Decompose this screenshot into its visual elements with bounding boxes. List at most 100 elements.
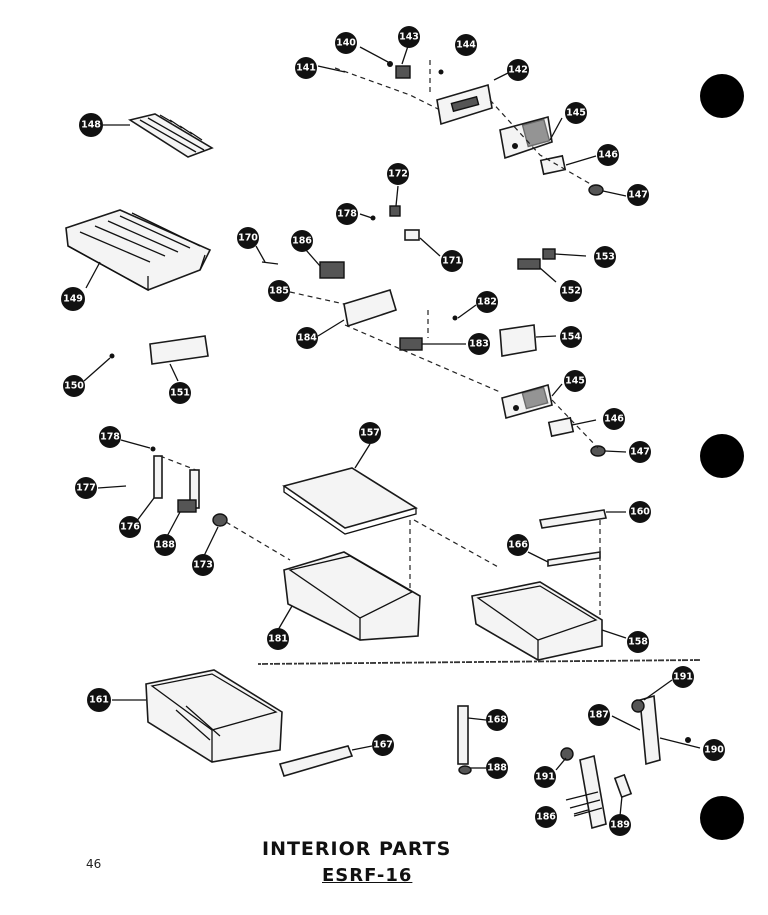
callout-178-left: 178	[99, 426, 121, 448]
callout-188-left: 188	[154, 534, 176, 556]
callout-182: 182	[476, 291, 498, 313]
callout-146-top: 146	[597, 144, 619, 166]
svg-text:146: 146	[598, 150, 618, 161]
callout-148: 148	[79, 113, 103, 137]
svg-text:145: 145	[566, 108, 586, 119]
svg-text:150: 150	[64, 381, 84, 392]
svg-text:147: 147	[628, 190, 648, 201]
svg-text:166: 166	[508, 540, 528, 551]
callout-186-bottom: 186	[535, 806, 557, 828]
svg-text:160: 160	[630, 507, 650, 518]
svg-text:149: 149	[63, 294, 83, 305]
page-number: 46	[86, 857, 102, 871]
part-143-switch	[395, 65, 411, 79]
part-188-block	[177, 499, 197, 513]
part-160-rail	[539, 509, 607, 529]
svg-text:187: 187	[589, 710, 609, 721]
part-152-socket	[517, 258, 541, 270]
binder-hole-bottom	[700, 796, 744, 840]
callout-191-left: 191	[534, 766, 556, 788]
svg-text:173: 173	[193, 560, 213, 571]
callout-189: 189	[609, 814, 631, 836]
svg-text:151: 151	[170, 388, 190, 399]
callout-160: 160	[629, 501, 651, 523]
crisper-assembly	[277, 443, 627, 661]
part-172-clip	[389, 205, 401, 217]
svg-text:178: 178	[100, 432, 120, 443]
svg-text:146: 146	[604, 414, 624, 425]
callout-191-right: 191	[672, 666, 694, 688]
callout-141: 141	[295, 57, 317, 79]
part-183-switch	[399, 337, 423, 351]
callout-144: 144	[455, 34, 477, 56]
binder-hole-middle	[700, 434, 744, 478]
part-184-panel	[343, 289, 397, 328]
model-number: ESRF-16	[322, 865, 413, 886]
part-187-rail	[639, 694, 661, 766]
part-181-crisper-pan	[283, 551, 421, 641]
callout-172: 172	[387, 163, 409, 185]
callout-190: 190	[703, 739, 725, 761]
callout-147-top: 147	[627, 184, 649, 206]
callout-147-mid: 147	[629, 441, 651, 463]
svg-text:191: 191	[673, 672, 693, 683]
svg-text:148: 148	[81, 120, 101, 131]
svg-text:186: 186	[292, 236, 312, 247]
left-bracket-assembly	[97, 439, 291, 561]
callout-176: 176	[119, 516, 141, 538]
svg-text:183: 183	[469, 339, 489, 350]
callout-166: 166	[507, 534, 529, 556]
part-151-shelf-rail	[149, 335, 209, 365]
svg-text:167: 167	[373, 740, 393, 751]
part-173-cap	[212, 513, 228, 527]
svg-text:185: 185	[269, 286, 289, 297]
callout-154: 154	[560, 326, 582, 348]
part-154-light-shield	[499, 324, 537, 357]
callout-143: 143	[398, 26, 420, 48]
svg-text:147: 147	[630, 447, 650, 458]
svg-text:140: 140	[336, 38, 356, 49]
binder-hole-top	[700, 74, 744, 118]
svg-text:168: 168	[487, 715, 507, 726]
svg-text:171: 171	[442, 256, 462, 267]
svg-text:178: 178	[337, 209, 357, 220]
callout-187: 187	[588, 704, 610, 726]
callout-157: 157	[359, 422, 381, 444]
part-188-foot	[458, 765, 472, 775]
callout-173: 173	[192, 554, 214, 576]
part-148-ice-tray	[127, 113, 214, 158]
callout-170: 170	[237, 227, 259, 249]
svg-text:144: 144	[456, 40, 476, 51]
bottom-parts	[112, 669, 701, 830]
svg-text:153: 153	[595, 252, 615, 263]
middle-control-assembly	[255, 185, 627, 457]
part-147-knob	[588, 184, 604, 196]
callout-labels: 140 143 144 141 142 145 146 147 148 149 …	[61, 26, 725, 836]
callout-186-mid: 186	[291, 230, 313, 252]
svg-text:176: 176	[120, 522, 140, 533]
callout-146-mid: 146	[603, 408, 625, 430]
callout-161: 161	[87, 688, 111, 712]
page-title: INTERIOR PARTS	[262, 838, 452, 860]
part-168-strip	[457, 705, 469, 765]
svg-text:184: 184	[297, 333, 317, 344]
svg-text:188: 188	[487, 763, 507, 774]
svg-text:181: 181	[268, 634, 288, 645]
svg-text:182: 182	[477, 297, 497, 308]
callout-188-bottom: 188	[486, 757, 508, 779]
svg-text:142: 142	[508, 65, 528, 76]
svg-text:188: 188	[155, 540, 175, 551]
svg-text:143: 143	[399, 32, 419, 43]
callout-145-top: 145	[565, 102, 587, 124]
svg-text:154: 154	[561, 332, 581, 343]
svg-text:177: 177	[76, 483, 96, 494]
callout-183: 183	[468, 333, 490, 355]
callout-142: 142	[507, 59, 529, 81]
svg-text:190: 190	[704, 745, 724, 756]
part-158-crisper-pan-right	[471, 581, 603, 661]
callout-178-mid: 178	[336, 203, 358, 225]
svg-text:158: 158	[628, 637, 648, 648]
svg-text:161: 161	[89, 695, 109, 706]
part-161-meat-pan	[145, 669, 283, 763]
